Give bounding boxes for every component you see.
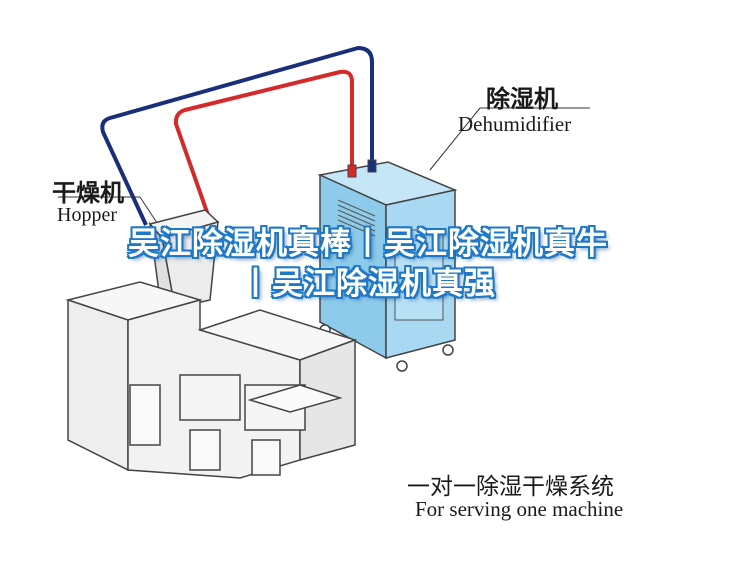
overlay-title: 吴江除湿机真棒丨吴江除湿机真牛丨吴江除湿机真强	[128, 226, 608, 302]
dehumidifier-label-cn: 除湿机	[486, 85, 558, 113]
hopper-label-en: Hopper	[57, 204, 117, 226]
system-caption-en: For serving one machine	[415, 497, 624, 521]
dehumidifier-unit	[317, 159, 458, 372]
system-caption-cn: 一对一除湿干燥系统	[407, 474, 614, 500]
red-pipe	[173, 69, 354, 233]
blue-pipe	[100, 46, 374, 226]
dehumidifier-label-en: Dehumidifier	[458, 112, 572, 136]
hopper-label-cn: 干燥机	[52, 179, 124, 207]
hopper	[139, 209, 220, 341]
molding-machine	[65, 281, 358, 479]
